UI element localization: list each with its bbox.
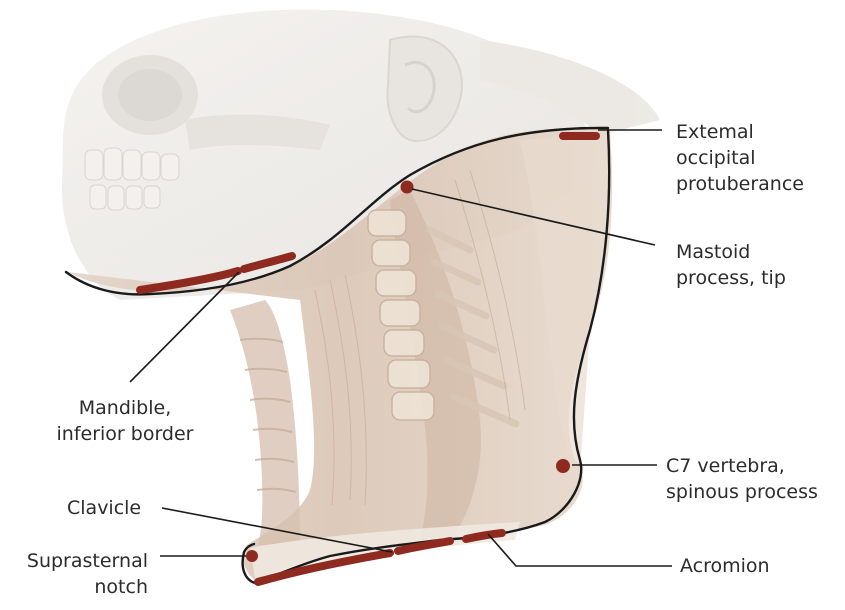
suprasternal-marker: [246, 550, 258, 562]
label-suprasternal-notch: Suprasternal notch: [6, 548, 148, 600]
label-mandible-inferior-border: Mandible, inferior border: [28, 395, 222, 447]
label-external-occipital-protuberance: Extemal occipital protuberance: [676, 119, 804, 197]
label-clavicle: Clavicle: [67, 495, 141, 521]
c7-marker: [556, 459, 570, 473]
mastoid-marker: [401, 181, 414, 194]
label-mastoid-process-tip: Mastoid process, tip: [676, 239, 786, 291]
leader-acromion: [488, 534, 672, 566]
label-acromion: Acromion: [680, 553, 770, 579]
label-c7-vertebra-spinous-process: C7 vertebra, spinous process: [666, 453, 818, 505]
